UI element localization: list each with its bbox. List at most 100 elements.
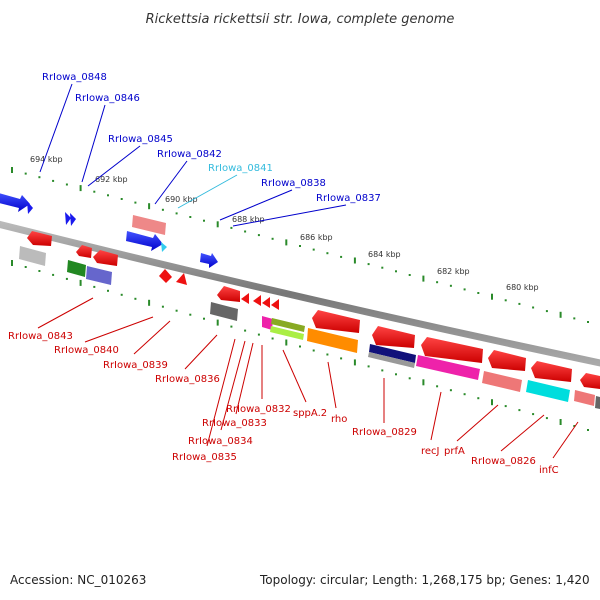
leader-line — [456, 404, 499, 442]
inner-scale-dot — [367, 365, 370, 368]
label-spp-a2[interactable]: sppA.2 — [293, 408, 327, 419]
label-infc[interactable]: infC — [539, 465, 559, 476]
accession-text: Accession: NC_010263 — [10, 573, 147, 587]
gene-rriowa-0835[interactable] — [271, 299, 279, 310]
label-rriowa-0832[interactable]: RrIowa_0832 — [226, 404, 291, 415]
gene-prfa[interactable] — [482, 371, 522, 392]
inner-scale-tick — [353, 359, 356, 366]
label-rriowa-0833[interactable]: RrIowa_0833 — [202, 418, 267, 429]
gene-rriowa-0840b[interactable] — [93, 250, 118, 266]
label-rriowa-0835[interactable]: RrIowa_0835 — [172, 452, 237, 463]
gene-prfa-upper[interactable] — [488, 350, 526, 371]
gene-rriowa-0845[interactable] — [132, 215, 166, 235]
label-rho[interactable]: rho — [331, 414, 347, 425]
gene-rriowa-0836b[interactable] — [210, 302, 238, 321]
leader-line — [133, 320, 171, 355]
gene-rriowa-0840a[interactable] — [76, 245, 92, 258]
label-rriowa-0834[interactable]: RrIowa_0834 — [188, 436, 253, 447]
inner-scale-dot — [93, 285, 96, 288]
label-rriowa-0846[interactable]: RrIowa_0846 — [75, 93, 140, 104]
leader-line — [39, 83, 73, 173]
gene-rriowa-0839c[interactable] — [176, 273, 187, 285]
label-rriowa-0839[interactable]: RrIowa_0839 — [103, 360, 168, 371]
inner-scale-dot — [436, 385, 439, 388]
gene-rriowa-0836[interactable] — [217, 286, 240, 302]
inner-scale-dot — [203, 317, 205, 320]
gene-infc-b[interactable] — [595, 396, 600, 409]
gene-recj-upper[interactable] — [421, 337, 483, 363]
gene-rriowa-0826-upper[interactable] — [531, 361, 572, 382]
inner-scale-dot — [299, 345, 301, 348]
inner-scale-tick — [285, 339, 288, 346]
leader-line — [430, 391, 442, 441]
gene-rriowa-0848b[interactable] — [27, 201, 33, 214]
gene-rho-neighbor[interactable] — [312, 310, 360, 333]
gene-rriowa-0834[interactable] — [262, 297, 270, 308]
label-prfa[interactable]: prfA — [444, 446, 465, 457]
gene-rriowa-0840c[interactable] — [67, 260, 86, 277]
gene-rriowa-0839[interactable] — [86, 266, 112, 285]
scale-label-692: 692 kbp — [95, 175, 128, 184]
label-rriowa-0843[interactable]: RrIowa_0843 — [8, 331, 73, 342]
inner-scale-tick — [79, 279, 82, 286]
label-rriowa-0836[interactable]: RrIowa_0836 — [155, 374, 220, 385]
outer-scale: 694 kbp 692 kbp 690 kbp 688 kbp 686 kbp … — [11, 155, 589, 323]
gene-spp-a2[interactable] — [271, 318, 305, 332]
gene-rriowa-0843[interactable] — [19, 246, 46, 266]
gene-rriowa-0831[interactable] — [262, 316, 273, 330]
outer-scale-tick — [216, 221, 219, 228]
inner-scale-dot — [408, 377, 411, 380]
gene-infc-upper[interactable] — [580, 373, 600, 389]
gene-infc[interactable] — [574, 390, 595, 406]
label-recj[interactable]: recJ — [421, 446, 440, 457]
gene-rriowa-0829a[interactable] — [372, 326, 415, 348]
map-title: Rickettsia rickettsii str. Iowa, complet… — [146, 12, 455, 27]
outer-scale-dot — [134, 201, 137, 204]
gene-rriowa-0833[interactable] — [253, 295, 261, 306]
outer-scale-dot — [587, 321, 589, 323]
gene-recj[interactable] — [416, 355, 480, 380]
outer-scale-tick — [353, 257, 356, 264]
inner-scale-dot — [587, 429, 589, 431]
label-rriowa-0826[interactable]: RrIowa_0826 — [471, 456, 536, 467]
gene-rriowa-0826[interactable] — [526, 380, 570, 402]
label-rriowa-0841[interactable]: RrIowa_0841 — [208, 163, 273, 174]
gene-rriowa-0841[interactable] — [161, 242, 167, 252]
gene-rriowa-0846[interactable] — [65, 212, 71, 225]
label-rriowa-0837[interactable]: RrIowa_0837 — [316, 193, 381, 204]
gene-rriowa-0838[interactable] — [200, 253, 218, 268]
leader-line — [219, 189, 293, 221]
inner-scale-dot — [545, 417, 548, 420]
gene-rriowa-0839b[interactable] — [159, 269, 172, 283]
gene-rriowa-0832[interactable] — [241, 293, 249, 304]
gene-rriowa-0842[interactable] — [126, 231, 163, 251]
outer-scale-dot — [532, 306, 535, 309]
outer-scale-tick — [559, 311, 562, 318]
label-rriowa-0845[interactable]: RrIowa_0845 — [108, 134, 173, 145]
gene-rriowa-0829b[interactable] — [368, 352, 415, 368]
inner-scale-dot — [107, 289, 109, 292]
label-rriowa-0840[interactable]: RrIowa_0840 — [54, 345, 119, 356]
scale-label-682: 682 kbp — [437, 267, 470, 276]
gene-spp-a2b[interactable] — [270, 326, 304, 340]
gene-rriowa-0846b[interactable] — [70, 213, 76, 226]
outer-scale-dot — [257, 234, 260, 237]
reverse-features — [19, 231, 600, 409]
outer-scale-dot — [367, 263, 370, 266]
label-rriowa-0842[interactable]: RrIowa_0842 — [157, 149, 222, 160]
outer-scale-dot — [504, 299, 507, 302]
gene-rriowa-0844[interactable] — [27, 231, 52, 246]
outer-scale-dot — [299, 245, 301, 247]
gene-rriowa-0829[interactable] — [369, 344, 416, 363]
gene-rho[interactable] — [307, 328, 358, 353]
outer-scale-dot — [93, 190, 96, 193]
gene-rriowa-0848[interactable] — [0, 192, 30, 212]
label-rriowa-0848[interactable]: RrIowa_0848 — [42, 72, 107, 83]
label-rriowa-0829[interactable]: RrIowa_0829 — [352, 427, 417, 438]
leader-line — [177, 174, 238, 209]
outer-scale-dot — [189, 216, 192, 218]
leader-line — [84, 316, 154, 343]
inner-scale-dot — [120, 293, 123, 296]
label-rriowa-0838[interactable]: RrIowa_0838 — [261, 178, 326, 189]
